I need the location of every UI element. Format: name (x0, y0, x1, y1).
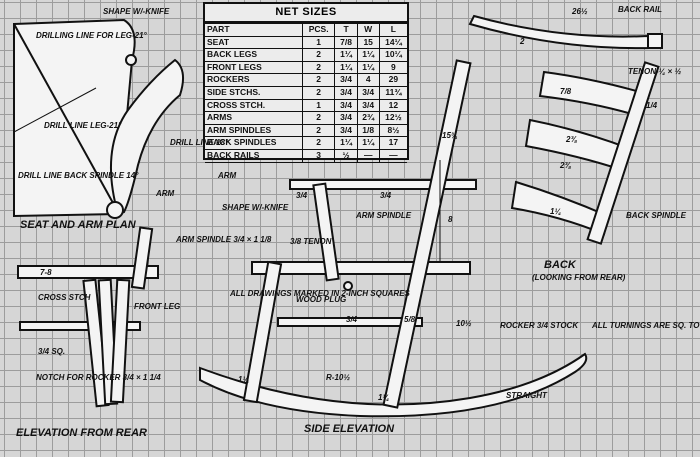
dim-d4: 8 (448, 215, 453, 224)
drill-line-18-label: DRILL LINE 18° (170, 138, 229, 147)
table-cell: — (356, 148, 380, 163)
back-spindle-label: BACK SPINDLE (626, 211, 687, 220)
shape-knife-label: SHAPE W/-KNIFE (103, 7, 170, 16)
back-dim-c: 2⅜ (565, 135, 577, 144)
arm-spindle-side (312, 182, 340, 282)
front-hole (125, 54, 137, 66)
rocker-label: ROCKER 3/4 STOCK (500, 321, 579, 330)
side-arm (289, 179, 477, 190)
dim-d7: 10½ (456, 319, 472, 328)
back-subtitle: (LOOKING FROM REAR) (532, 273, 626, 282)
back-dim-b: 1/4 (646, 101, 658, 110)
drawings-note: ALL DRAWINGS MARKED IN 2-INCH SQUARES (229, 289, 411, 298)
rear-cross-stretcher (19, 321, 141, 331)
back-rail-1 (538, 70, 642, 116)
back-dim-f: 2 (519, 37, 525, 46)
back-title: BACK (544, 259, 577, 271)
rear-arm-spindle (130, 226, 154, 290)
drill-line-diagonal (13, 23, 119, 213)
rear-seat-dim: 7-8 (40, 268, 52, 277)
table-title: NET SIZES (205, 4, 407, 23)
back-rail-end (647, 33, 663, 49)
rear-sq-label: 3/4 SQ. (38, 347, 65, 356)
side-tenon-label: 3/8 TENON (290, 237, 332, 246)
drill-line-back-label: DRILL LINE BACK SPINDLE 14° (18, 171, 139, 180)
table-cell: — (378, 148, 407, 163)
back-dim-d: 2⅜ (559, 161, 571, 170)
dim-d8: 1¼ (238, 375, 249, 384)
dim-d9: 1¼ (378, 393, 389, 402)
back-tenon-label: TENON-¼ × ½ (628, 67, 681, 76)
turnings-note: ALL TURNINGS ARE SQ. TO RD. (591, 321, 700, 330)
drill-line-back (13, 87, 97, 133)
side-elevation-title: SIDE ELEVATION (304, 423, 395, 435)
table-cell: 3 (301, 148, 336, 163)
dim-d2: 3/4 (380, 191, 392, 200)
dim-d3: 15¾ (442, 131, 458, 140)
rear-front-leg-label: FRONT LEG (134, 302, 180, 311)
dim-d1: 3/4 (296, 191, 308, 200)
back-spindle-bar (586, 61, 660, 245)
dim-d5: 3/4 (346, 315, 358, 324)
drill-line-22-label: DRILL LINE LEG-21° (44, 121, 122, 130)
back-leg (382, 59, 472, 409)
side-arm-spindle-label: ARM SPINDLE (355, 211, 412, 220)
back-dim-a: 7/8 (560, 87, 572, 96)
front-leg-side (242, 260, 283, 404)
table-cell: ½ (334, 148, 358, 163)
arm-shape (109, 58, 185, 216)
drilling-line-label: DRILLING LINE FOR LEG-21° (36, 31, 148, 40)
rear-notch-label: NOTCH FOR ROCKER 3/4 × 1 1/4 (36, 373, 161, 382)
back-spindle-hole (106, 201, 124, 219)
side-seat (251, 261, 471, 275)
seat-plan: DRILLING LINE FOR LEG-21° SHAPE W/-KNIFE… (13, 7, 229, 231)
seat-plan-title: SEAT AND ARM PLAN (20, 219, 137, 231)
rear-elevation: ARM SPINDLE 3/4 × 1 1/8 7-8 CROSS STCH F… (16, 226, 272, 439)
back-rail-top (468, 14, 652, 50)
table-cell: BACK RAILS (205, 148, 303, 163)
side-elevation: ARM SHAPE W/-KNIFE 3/8 TENON ARM SPINDLE… (199, 59, 700, 435)
back-rail-dim: 26½ (571, 7, 588, 16)
radius-label: R-10½ (326, 373, 350, 382)
dim-d6: 5/8 (404, 315, 416, 324)
rear-legs (82, 278, 131, 408)
rear-elevation-title: ELEVATION FROM REAR (16, 427, 147, 439)
rear-arm-spindle-label: ARM SPINDLE 3/4 × 1 1/8 (175, 235, 272, 244)
back-view: BACK RAIL 26½ TENON-¼ × ½ BACK SPINDLE 7… (468, 5, 687, 282)
back-dim-e: 1¼ (550, 207, 561, 216)
wood-plug-label: WOOD PLUG (296, 295, 346, 304)
side-stretcher (277, 317, 423, 327)
wood-plug (343, 281, 353, 291)
arm-label: ARM (155, 189, 175, 198)
rear-cross-label: CROSS STCH (38, 293, 91, 302)
back-rail-label: BACK RAIL (618, 5, 662, 14)
side-arm-label: ARM (217, 171, 237, 180)
side-shape-knife-label: SHAPE W/-KNIFE (222, 203, 289, 212)
rear-seat (17, 265, 159, 279)
straight-label: STRAIGHT (506, 391, 548, 400)
